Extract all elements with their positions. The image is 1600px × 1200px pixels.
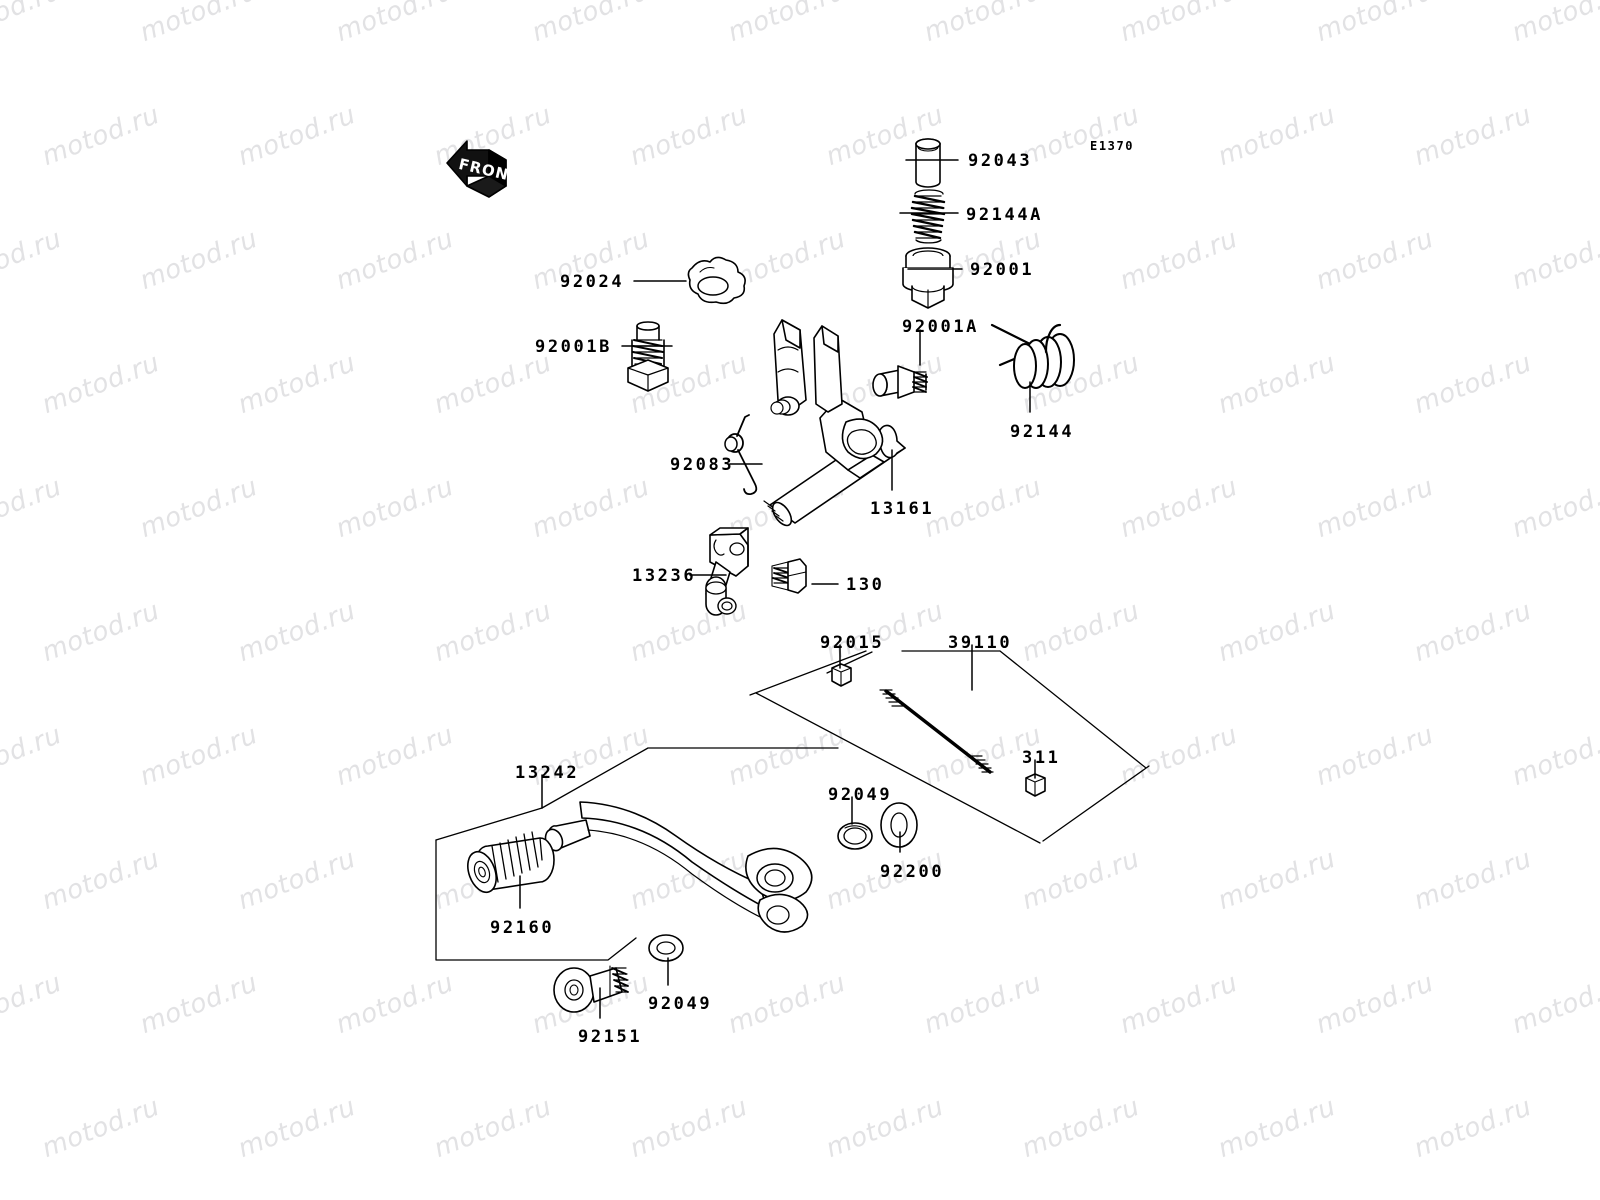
part-13161-shift-shaft — [763, 319, 906, 527]
part-label-92001A: 92001A — [902, 317, 980, 337]
diagram-code: E1370 — [1090, 139, 1135, 153]
part-92049-washer-lower — [648, 934, 684, 962]
part-label-92001: 92001 — [970, 260, 1035, 280]
part-92024-washer — [687, 256, 746, 305]
part-label-92083: 92083 — [670, 455, 735, 475]
part-label-13161: 13161 — [870, 499, 935, 519]
part-92151-bolt — [553, 965, 629, 1013]
part-label-92160: 92160 — [490, 918, 555, 938]
part-label-311: 311 — [1022, 748, 1061, 768]
part-label-92001B: 92001B — [535, 337, 613, 357]
part-92144-spring — [990, 323, 1075, 389]
part-130-bolt — [771, 558, 807, 594]
part-92144a-spring — [910, 189, 946, 244]
part-label-92144A: 92144A — [966, 205, 1044, 225]
part-label-92200: 92200 — [880, 862, 945, 882]
part-label-13236: 13236 — [632, 566, 697, 586]
leader-lines — [519, 159, 1036, 1019]
part-13242-bracket — [435, 747, 839, 961]
front-arrow-icon — [446, 140, 507, 198]
part-92001-bolt — [902, 247, 954, 309]
part-label-13242: 13242 — [515, 763, 580, 783]
part-label-39110: 39110 — [948, 633, 1013, 653]
part-92160-grip — [467, 831, 555, 894]
part-92015-nut — [831, 663, 852, 687]
part-label-92024: 92024 — [560, 272, 625, 292]
part-39110-rod — [879, 689, 994, 774]
part-92083-spring — [724, 414, 758, 496]
front-marker-label: FRONT — [456, 155, 522, 187]
part-13242-pedal — [544, 801, 813, 933]
part-13236-shift-lever — [705, 527, 749, 616]
part-92043-pin — [915, 138, 941, 188]
part-92001b-bolt — [627, 321, 669, 392]
part-92049-washer-upper — [837, 822, 873, 850]
part-92200-washer — [880, 802, 918, 848]
part-label-92043: 92043 — [968, 151, 1033, 171]
part-label-92144: 92144 — [1010, 422, 1075, 442]
part-92001a-bolt — [872, 365, 928, 399]
part-label-92049: 92049 — [828, 785, 893, 805]
part-label-92015: 92015 — [820, 633, 885, 653]
part-label-92151: 92151 — [578, 1027, 643, 1047]
part-label-92049b: 92049 — [648, 994, 713, 1014]
part-label-130: 130 — [846, 575, 885, 595]
